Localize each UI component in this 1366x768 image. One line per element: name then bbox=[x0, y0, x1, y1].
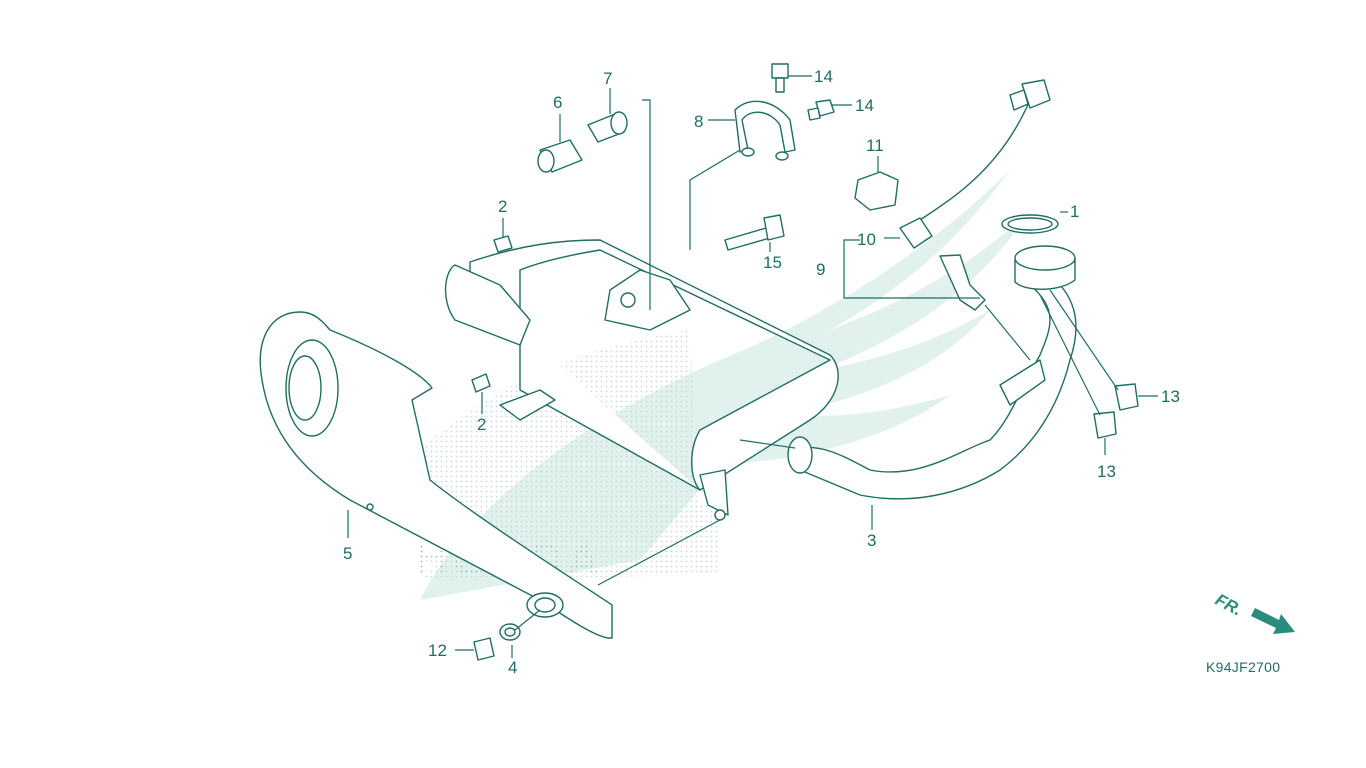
muffler-rear-bracket bbox=[699, 469, 729, 516]
callout-14-top[interactable]: 14 bbox=[814, 67, 833, 86]
muffler-inlet-pipe bbox=[444, 264, 531, 346]
callout-12[interactable]: 12 bbox=[428, 641, 447, 660]
flange-bolt-top bbox=[771, 63, 789, 79]
callout-2-top[interactable]: 2 bbox=[498, 197, 508, 216]
shield-bolt bbox=[473, 637, 495, 661]
pipe-nut-left bbox=[1093, 411, 1117, 439]
callout-10[interactable]: 10 bbox=[857, 230, 876, 249]
heat-shield bbox=[259, 311, 613, 639]
callout-4[interactable]: 4 bbox=[508, 658, 518, 677]
muffler-lower-bracket bbox=[499, 389, 556, 421]
front-direction-indicator: FR. bbox=[1212, 590, 1301, 640]
callout-1[interactable]: 1 bbox=[1070, 202, 1080, 221]
diagram-code: K94JF2700 bbox=[1206, 659, 1281, 675]
callout-15[interactable]: 15 bbox=[763, 253, 782, 272]
callout-13-right[interactable]: 13 bbox=[1161, 387, 1180, 406]
clip-lower bbox=[471, 373, 491, 393]
exhaust-pipe bbox=[789, 274, 1077, 500]
callout-3[interactable]: 3 bbox=[867, 531, 877, 550]
o2-sensor bbox=[939, 254, 986, 311]
callout-8[interactable]: 8 bbox=[694, 112, 704, 131]
clip-top bbox=[493, 235, 513, 253]
callout-13-left[interactable]: 13 bbox=[1097, 462, 1116, 481]
pipe-heat-guard-bracket bbox=[999, 359, 1046, 406]
callout-2-lower[interactable]: 2 bbox=[477, 415, 487, 434]
callout-6[interactable]: 6 bbox=[553, 93, 563, 112]
pipe-nut-right bbox=[1114, 383, 1139, 411]
stud-bolt bbox=[734, 100, 796, 153]
callout-9[interactable]: 9 bbox=[816, 260, 826, 279]
callout-7[interactable]: 7 bbox=[603, 69, 613, 88]
tailpipe-inner bbox=[288, 355, 322, 421]
leader-lines bbox=[347, 75, 1158, 658]
callout-11[interactable]: 11 bbox=[866, 136, 884, 155]
muffler-bracket bbox=[604, 269, 691, 331]
mounting-bolt bbox=[724, 227, 771, 251]
callout-5[interactable]: 5 bbox=[343, 544, 353, 563]
front-arrow-icon bbox=[1251, 608, 1295, 634]
sensor-grommet bbox=[899, 217, 933, 249]
callout-14-side[interactable]: 14 bbox=[855, 96, 874, 115]
sensor-wire bbox=[919, 99, 1031, 221]
sensor-clamp bbox=[854, 171, 899, 211]
